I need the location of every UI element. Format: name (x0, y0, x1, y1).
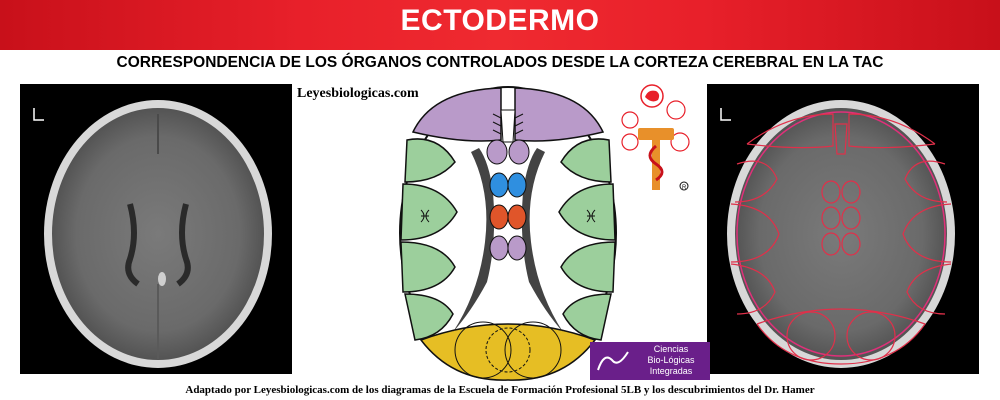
ct-scan-left (20, 84, 292, 374)
page-title: ECTODERMO (400, 4, 600, 37)
logo-line-2: Bio-Lógicas (647, 355, 695, 365)
logo-line-3: Integradas (649, 366, 693, 376)
cbi-logo: Ciencias Bio-Lógicas Integradas (590, 342, 710, 380)
caduceus-icon: R (621, 84, 690, 191)
logo-line-1: Ciencias (653, 344, 689, 354)
cortex-diagram (399, 86, 617, 381)
registered-icon (679, 181, 689, 191)
page-subtitle: CORRESPONDENCIA DE LOS ÓRGANOS CONTROLAD… (116, 54, 884, 71)
svg-text:R: R (682, 185, 687, 191)
title-banner: ECTODERMO (0, 0, 1000, 50)
site-label: Leyesbiologicas.com (297, 86, 419, 101)
ct-scan-right (707, 84, 979, 374)
footer-credit: Adaptado por Leyesbiologicas.com de los … (185, 384, 815, 396)
brain-icon (645, 90, 660, 102)
